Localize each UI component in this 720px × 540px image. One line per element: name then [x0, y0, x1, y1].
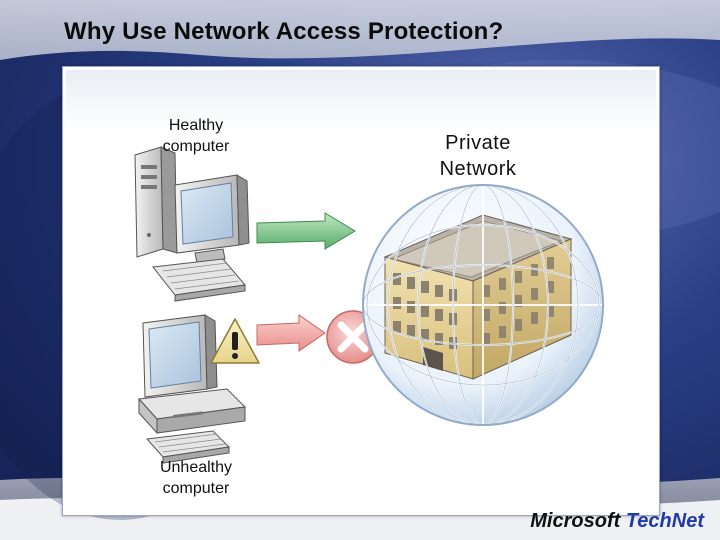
unhealthy-computer	[137, 314, 247, 464]
network-label-line1: Private	[445, 132, 511, 154]
healthy-tower	[134, 146, 178, 258]
healthy-computer	[134, 146, 250, 302]
healthy-computer-label: Healthy computer	[141, 115, 251, 157]
allow-arrow	[256, 212, 356, 250]
slide-title: Why Use Network Access Protection?	[64, 18, 504, 45]
microsoft-technet-logo: Microsoft TechNet	[530, 510, 704, 533]
logo-technet: TechNet	[625, 510, 704, 532]
healthy-label-line1: Healthy	[168, 117, 224, 134]
unhealthy-label-line2: computer	[162, 480, 230, 497]
healthy-keyboard	[152, 258, 246, 302]
network-label-line2: Network	[439, 158, 517, 180]
nap-diagram	[134, 146, 604, 464]
warning-icon	[210, 318, 260, 364]
healthy-label-line2: computer	[162, 138, 230, 155]
healthy-monitor	[174, 174, 250, 264]
logo-microsoft: Microsoft	[530, 510, 621, 532]
unhealthy-monitor	[142, 314, 218, 398]
deny-arrow	[256, 314, 326, 352]
private-network-label: Private Network	[418, 130, 538, 182]
unhealthy-computer-label: Unhealthy computer	[141, 457, 251, 499]
unhealthy-desktop-base	[137, 388, 247, 435]
unhealthy-keyboard	[145, 430, 231, 464]
private-network-globe	[362, 184, 604, 426]
unhealthy-label-line1: Unhealthy	[159, 459, 233, 476]
diagram-panel: Healthy computer Unhealthy computer Priv…	[62, 66, 660, 516]
